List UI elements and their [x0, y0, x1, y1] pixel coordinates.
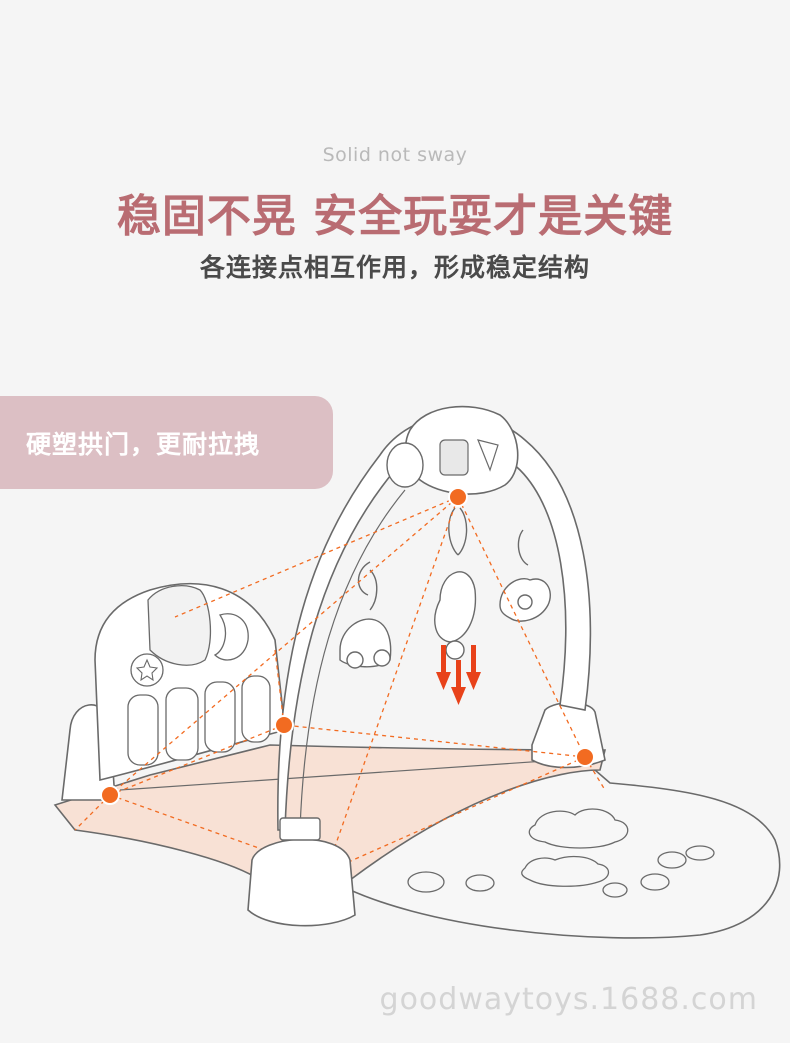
- hanging-toy-star: [499, 529, 551, 622]
- watermark: goodwaytoys.1688.com: [379, 982, 758, 1017]
- arch-gym: [277, 414, 592, 831]
- page-headline: 稳固不晃 安全玩耍才是关键: [116, 191, 674, 242]
- feature-badge-label: 硬塑拱门，更耐拉拽: [26, 429, 261, 459]
- connection-point-marker: [274, 715, 294, 735]
- front-arch-socket: [247, 838, 356, 927]
- hanging-toy-rattle: [434, 507, 477, 660]
- connection-point-marker: [575, 747, 595, 767]
- subtitle-en: Solid not sway: [322, 144, 468, 166]
- mat-print-shapes: [407, 808, 715, 898]
- arch-top-hub: [386, 405, 519, 495]
- base-frame: [53, 744, 607, 901]
- piano-panel: [94, 583, 286, 782]
- page-description: 各连接点相互作用，形成稳定结构: [199, 253, 590, 282]
- hanging-toy-car: [339, 561, 392, 669]
- connection-point-marker: [100, 785, 120, 805]
- feature-badge: 硬塑拱门，更耐拉拽: [0, 396, 333, 489]
- pull-down-arrows-icon: [436, 645, 481, 705]
- connection-point-marker: [448, 487, 468, 507]
